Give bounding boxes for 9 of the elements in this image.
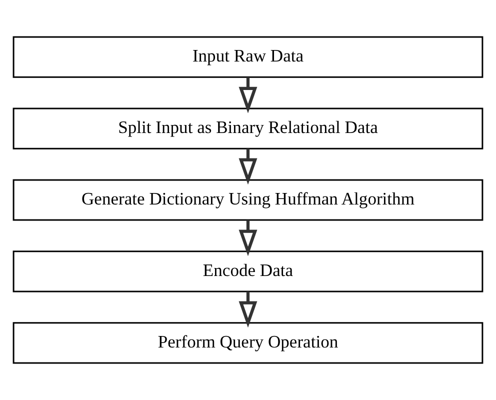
node-box: Perform Query Operation [12, 322, 484, 364]
node-box: Input Raw Data [12, 36, 484, 78]
arrow [238, 77, 258, 114]
node-box: Split Input as Binary Relational Data [12, 108, 484, 150]
arrow [238, 220, 258, 256]
arrow [238, 148, 258, 185]
arrow [238, 292, 258, 328]
node-box: Generate Dictionary Using Huffman Algorithm [12, 179, 484, 221]
node-box: Encode Data [12, 250, 484, 292]
